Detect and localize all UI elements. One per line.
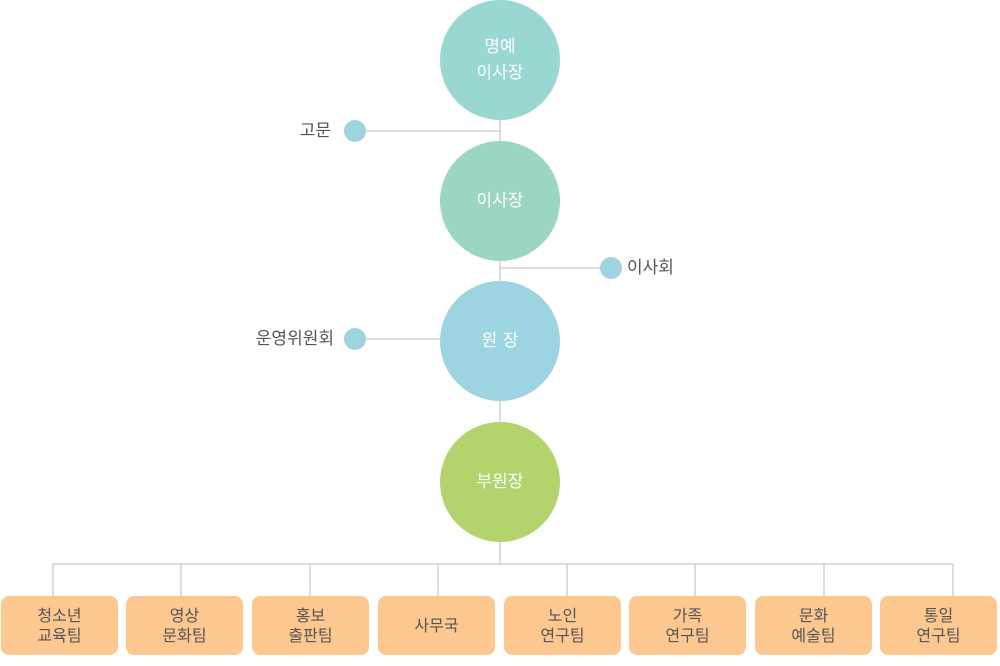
board-label: 이사회 (627, 258, 674, 278)
team-box: 홍보 출판팀 (252, 596, 369, 655)
honorary-chairman-node: 명예 이사장 (440, 0, 560, 120)
team-box: 노인 연구팀 (504, 596, 621, 655)
team-box: 사무국 (378, 596, 495, 655)
committee-label: 운영위원회 (255, 329, 334, 349)
team-box: 영상 문화팀 (126, 596, 243, 655)
team-box: 통일 연구팀 (880, 596, 997, 655)
director-node: 원 장 (440, 281, 560, 401)
committee-dot (344, 328, 366, 350)
vice-director-node: 부원장 (440, 422, 560, 542)
team-box: 가족 연구팀 (629, 596, 746, 655)
chairman-node: 이사장 (440, 141, 560, 261)
board-dot (600, 257, 622, 279)
team-box: 문화 예술팀 (755, 596, 872, 655)
team-box: 청소년 교육팀 (1, 596, 118, 655)
advisor-dot (344, 120, 366, 142)
advisor-label: 고문 (299, 121, 331, 141)
